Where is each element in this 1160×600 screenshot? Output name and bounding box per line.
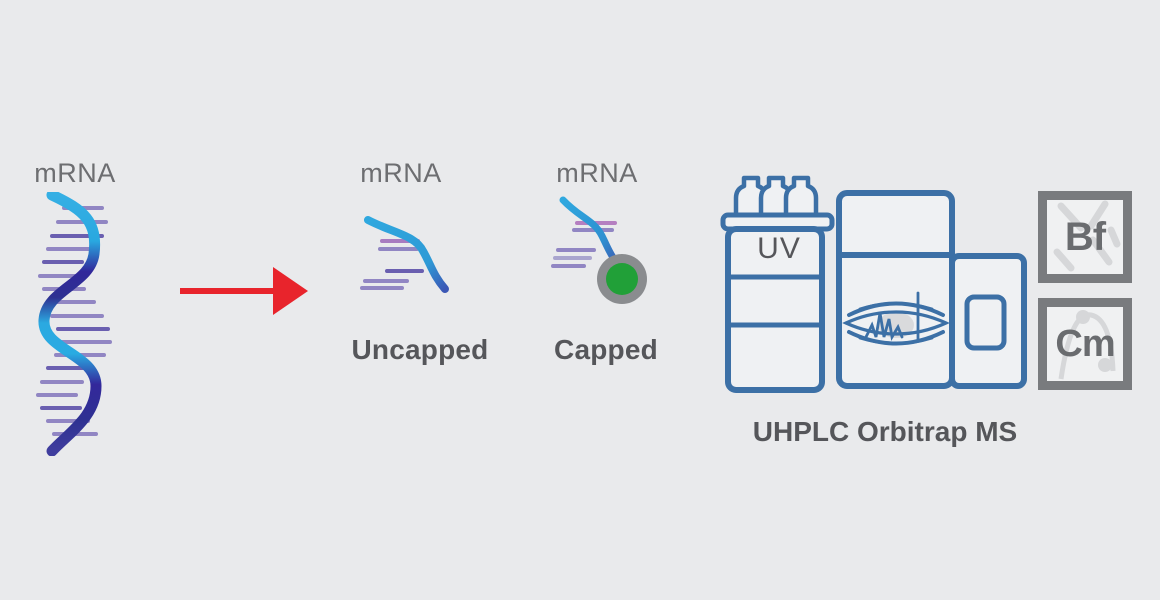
orbitrap-ms-box bbox=[836, 190, 955, 389]
uhplc-orbitrap-illustration bbox=[720, 175, 1027, 393]
ms-side-window bbox=[964, 294, 1007, 351]
biopharma-finder-icon: Bf bbox=[1038, 191, 1132, 283]
uncapped-mrna-label: mRNA bbox=[360, 158, 442, 188]
uv-detector-label: UV bbox=[757, 232, 801, 265]
cm-label: Cm bbox=[1055, 323, 1115, 365]
solvent-bottles-icon bbox=[733, 175, 819, 220]
ms-side-panel bbox=[949, 253, 1027, 389]
uncapped-mrna-icon bbox=[360, 216, 449, 293]
mrna-strand-ribbon bbox=[38, 192, 102, 456]
instrument-caption: UHPLC Orbitrap MS bbox=[752, 416, 1018, 447]
source-mrna-label: mRNA bbox=[34, 158, 116, 188]
cap-green-core bbox=[606, 263, 638, 295]
orbitrap-cell-icon bbox=[842, 291, 950, 346]
capped-strand-ribbon bbox=[559, 196, 620, 266]
uncapped-base-rungs bbox=[360, 239, 424, 290]
uncapped-strand-ribbon bbox=[364, 216, 449, 293]
uncapped-caption: Uncapped bbox=[351, 334, 489, 365]
bf-label: Bf bbox=[1064, 215, 1106, 259]
capped-mrna-label: mRNA bbox=[556, 158, 638, 188]
uhplc-tower bbox=[725, 226, 825, 393]
capped-mrna-icon bbox=[551, 196, 647, 304]
workflow-arrow-icon bbox=[180, 267, 308, 315]
chromeleon-icon: Cm bbox=[1038, 298, 1132, 390]
mrna-helix-icon bbox=[36, 192, 112, 456]
capped-base-rungs bbox=[551, 221, 617, 268]
bf-ghost-art bbox=[1053, 200, 1121, 272]
cm-ghost-art bbox=[1058, 310, 1116, 380]
capped-caption: Capped bbox=[554, 334, 658, 365]
